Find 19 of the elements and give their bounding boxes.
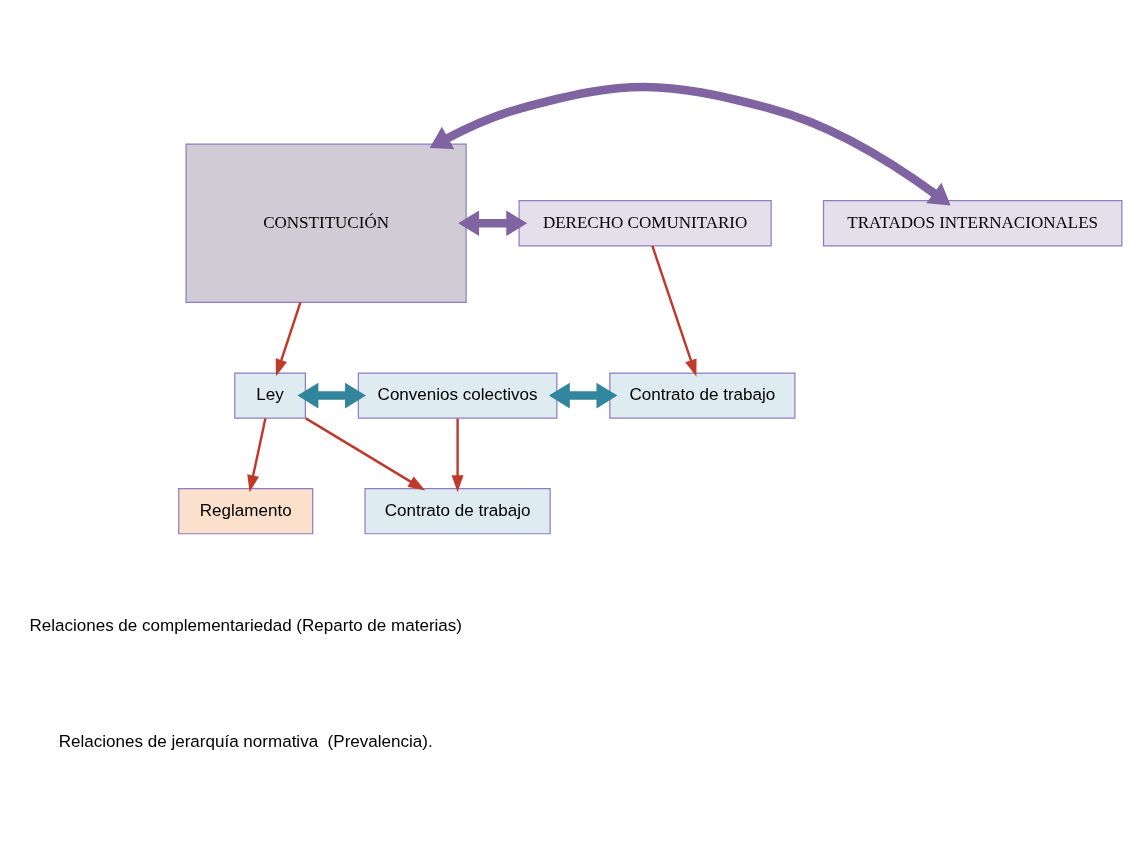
node-box: Contrato de trabajo <box>364 488 551 535</box>
arrow <box>458 210 528 237</box>
arrow <box>548 382 618 409</box>
arrow <box>451 418 464 493</box>
node-box: Reglamento <box>178 488 314 535</box>
node-box: Convenios colectivos <box>357 372 558 419</box>
arrow <box>305 417 426 491</box>
arrow <box>651 245 697 377</box>
legend-label: Relaciones de jerarquía normativa (Prevalencia). <box>58 732 433 752</box>
node-box: TRATADOS INTERNACIONALES <box>822 200 1123 247</box>
node-box: CONSTITUCIÓN <box>185 143 467 303</box>
arrow <box>297 382 366 409</box>
legend-label: Relaciones de complementariedad (Reparto de materias) <box>29 616 463 636</box>
node-box: Ley <box>234 372 306 419</box>
node-box: DERECHO COMUNITARIO <box>518 200 772 247</box>
arrow <box>247 418 267 493</box>
node-box: Contrato de trabajo <box>609 372 796 419</box>
arrow <box>275 302 302 377</box>
arrow <box>429 82 951 206</box>
